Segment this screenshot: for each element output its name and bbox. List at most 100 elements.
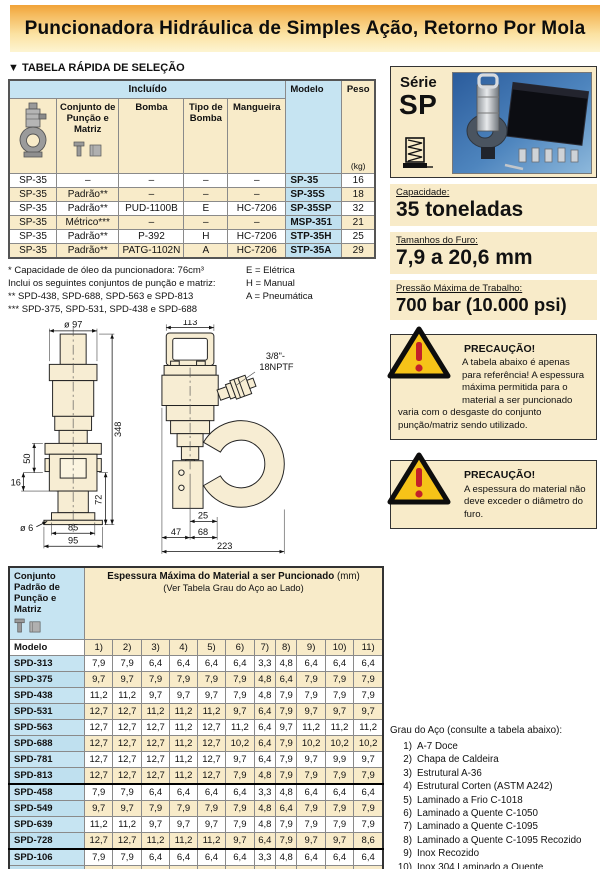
cell-thickness-value: 7,9 [296, 671, 326, 688]
cell-thickness-value: 7,9 [275, 816, 298, 833]
cell-model: SPD-531 [8, 703, 85, 720]
cell-thickness-value: 12,7 [112, 751, 142, 768]
dim-72: 72 [93, 495, 103, 505]
cell-thickness-value: 4,8 [253, 816, 277, 833]
spec-hole-sizes-label: Tamanhos do Furo: [396, 235, 478, 247]
title-bar: Puncionadora Hidráulica de Simples Ação,… [10, 5, 600, 52]
cell-thickness-value: 6,4 [169, 848, 198, 866]
cell-thickness-value: 4,8 [253, 767, 277, 785]
cell-thickness-value: 7,9 [324, 816, 355, 833]
cell-thickness-value: 7,9 [225, 816, 255, 833]
punch-set-header-label: Conjunto de Punção e Matriz [60, 102, 116, 135]
cell-thickness-value: 12,7 [112, 832, 142, 850]
hose-header: Mangueira [227, 98, 287, 174]
cell-thickness-value: 4,8 [253, 865, 277, 869]
cell-thickness-value: 11,2 [169, 719, 198, 736]
steel-grade-number: 5) [403, 794, 412, 806]
steel-grade-item: 7)Laminado a Quente C-1095 [390, 820, 597, 833]
cell-thickness-value: 9,7 [112, 865, 142, 869]
steel-grade-column-header: 7) [253, 639, 277, 656]
cell-thickness-value: 7,9 [225, 671, 255, 688]
cell-thickness-value: 7,9 [353, 767, 384, 785]
cell-pump-type: – [183, 215, 229, 230]
cell-hose: – [227, 187, 287, 202]
cell-thickness-value: 9,7 [275, 719, 298, 736]
cell-thickness-value: 11,2 [169, 832, 198, 850]
cell-thickness-value: 11,2 [169, 703, 198, 720]
cell-thickness-value: 7,9 [275, 767, 298, 785]
legend-manual: H = Manual [246, 278, 295, 289]
cell-thickness-value: 7,9 [196, 800, 227, 817]
steel-grade-item: 1) A-7 Doce [390, 740, 597, 753]
cell-thickness-value: 9,7 [225, 832, 255, 850]
model-header: Modelo [285, 79, 343, 174]
technical-drawing: ø 97 348 50 16 72 ø 6 85 95 113 3/8"- 18… [11, 317, 294, 554]
cell-thickness-value: 11,2 [140, 832, 171, 850]
cell-thickness-value: 6,4 [353, 783, 384, 801]
steel-grade-name: Estrutural A-36 [417, 767, 482, 779]
cell-model: SPD-549 [8, 800, 85, 817]
cell-thickness-value: 7,9 [275, 751, 298, 768]
cell-base: SP-35 [8, 229, 57, 244]
cell-thickness-value: 6,4 [253, 832, 277, 850]
legend-electric: E = Elétrica [246, 265, 295, 276]
cell-hose: – [227, 215, 287, 230]
thickness-main-header-unit: (mm) [334, 571, 360, 582]
cell-set: Padrão** [55, 229, 120, 244]
steel-grade-column-header: 9) [296, 639, 326, 656]
cell-thickness-value: 11,2 [83, 816, 114, 833]
cell-model: SPD-375 [8, 671, 85, 688]
dim-nptf-line2: 18NPTF [259, 362, 294, 372]
cell-model: SP-35SP [285, 201, 343, 216]
punch-die-icon [14, 618, 41, 633]
warning-triangle-icon [387, 326, 451, 379]
spec-capacity: Capacidade: 35 toneladas [390, 184, 597, 227]
cell-thickness-value: 3,3 [253, 848, 277, 866]
cell-thickness-value: 6,4 [140, 848, 171, 866]
cell-set: Padrão** [55, 187, 120, 202]
cell-thickness-value: 11,2 [196, 703, 227, 720]
cell-model: SPD-125 [8, 865, 85, 869]
cell-thickness-value: 7,9 [169, 671, 198, 688]
cell-thickness-value: 7,9 [353, 865, 384, 869]
cell-pump-type: – [183, 187, 229, 202]
cell-thickness-value: 7,9 [112, 848, 142, 866]
cell-thickness-value: 6,4 [296, 848, 326, 866]
spec-capacity-value: 35 toneladas [396, 198, 524, 221]
dim-85: 85 [68, 523, 78, 533]
cell-thickness-value: 7,9 [296, 800, 326, 817]
punch-machine-icon [19, 102, 47, 158]
cell-thickness-value: 11,2 [353, 719, 384, 736]
quick-selection-table: Incluído Modelo Peso (kg) [8, 79, 376, 259]
steel-grade-column-header: 8) [275, 639, 298, 656]
cell-thickness-value: 7,9 [225, 687, 255, 704]
steel-grade-number: 6) [403, 808, 412, 820]
cell-thickness-value: 9,7 [196, 687, 227, 704]
steel-grade-column-header: 1) [83, 639, 114, 656]
cell-thickness-value: 6,4 [225, 655, 255, 672]
steel-grade-column-header: 3) [140, 639, 171, 656]
footnotes-left: * Capacidade de óleo da puncionadora: 76… [8, 264, 246, 316]
steel-grade-name: A-7 Doce [417, 741, 458, 753]
cell-pump-type: H [183, 229, 229, 244]
cell-thickness-value: 12,7 [112, 767, 142, 785]
series-value: SP [399, 89, 438, 120]
steel-grade-number: 8) [403, 834, 412, 846]
thickness-main-header: Espessura Máxima do Material a ser Punci… [84, 566, 384, 640]
cell-thickness-value: 7,9 [296, 865, 326, 869]
cell-weight: 16 [341, 173, 376, 188]
pump-type-legend: E = Elétrica H = Manual A = Pneumática [246, 264, 366, 316]
cell-thickness-value: 10,2 [296, 735, 326, 752]
cell-thickness-value: 6,4 [169, 783, 198, 801]
steel-grade-number: 1) [403, 741, 412, 753]
cell-thickness-value: 7,9 [353, 816, 384, 833]
cell-thickness-value: 7,9 [140, 671, 171, 688]
steel-grade-name: Laminado a Quente C-1095 Recozido [417, 834, 582, 846]
